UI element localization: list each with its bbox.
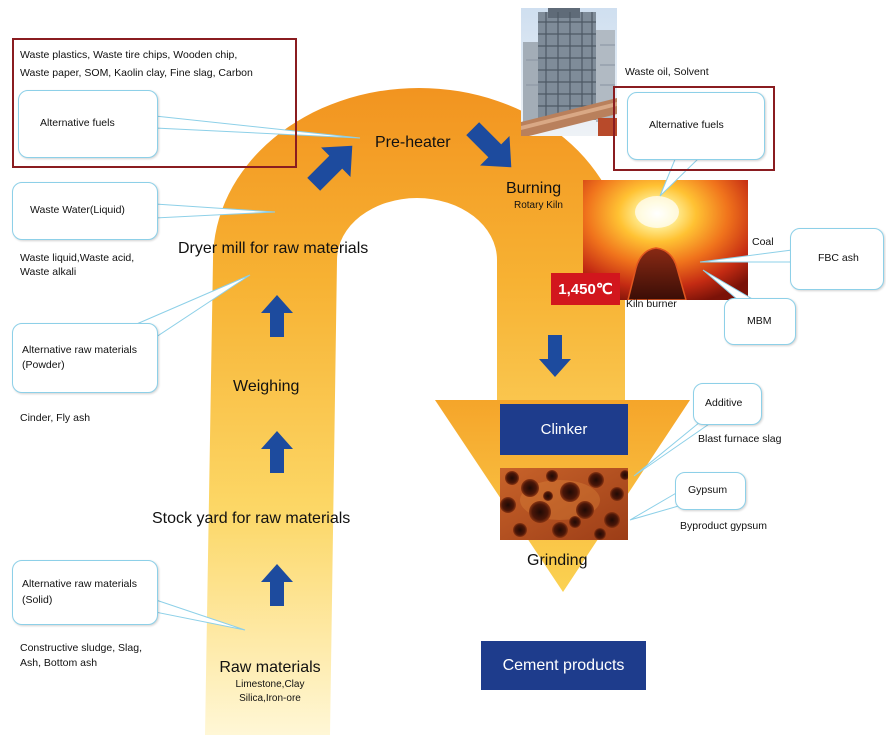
callout-label: Alternative raw materials bbox=[22, 578, 137, 591]
callout-label: Alternative fuels bbox=[40, 117, 115, 130]
arrow-down-icon bbox=[539, 335, 571, 377]
clinker-box: Clinker bbox=[500, 404, 628, 455]
stage-burning: Burning bbox=[506, 180, 562, 197]
additive-callout: Additive bbox=[693, 383, 762, 425]
alternative-raw-solid-detail: Constructive sludge, Slag, bbox=[20, 642, 142, 654]
waste-water-callout: Waste Water(Liquid) bbox=[12, 182, 158, 240]
arrow-down-right-icon bbox=[466, 122, 512, 168]
stage-stock-yard: Stock yard for raw materials bbox=[152, 510, 351, 527]
plant-tower-photo bbox=[521, 8, 617, 136]
alternative-raw-powder-callout: Alternative raw materials (Powder) bbox=[12, 323, 158, 393]
alternative-fuels-frame-left bbox=[12, 38, 297, 168]
byproduct-gypsum-label: Byproduct gypsum bbox=[680, 520, 767, 532]
stage-pre-heater: Pre-heater bbox=[375, 134, 451, 151]
raw-materials-detail: Limestone,Clay bbox=[235, 679, 305, 690]
waste-water-detail: Waste alkali bbox=[20, 266, 77, 278]
blast-furnace-slag-label: Blast furnace slag bbox=[698, 433, 782, 445]
gypsum-callout: Gypsum bbox=[675, 472, 746, 510]
process-flow-arch bbox=[205, 88, 625, 735]
stage-dryer-mill: Dryer mill for raw materials bbox=[178, 240, 369, 257]
fbc-ash-callout: FBC ash bbox=[790, 228, 884, 290]
alternative-fuels-frame-right bbox=[613, 86, 775, 171]
clinker-label: Clinker bbox=[540, 421, 588, 438]
waste-oil-label: Waste oil, Solvent bbox=[625, 66, 709, 78]
mbm-callout: MBM bbox=[724, 298, 796, 345]
waste-water-detail: Waste liquid,Waste acid, bbox=[20, 252, 135, 264]
arrow-up-icon bbox=[261, 431, 293, 473]
clinker-photo bbox=[500, 468, 628, 540]
arrow-up-icon bbox=[261, 564, 293, 606]
kiln-burner-label: Kiln burner bbox=[626, 298, 677, 310]
arrow-up-right-icon bbox=[307, 145, 353, 191]
fuels-list-line: Waste plastics, Waste tire chips, Wooden… bbox=[20, 49, 238, 61]
raw-materials-group: Raw materials Limestone,Clay Silica,Iron… bbox=[195, 658, 345, 706]
callout-label: Alternative fuels bbox=[649, 119, 724, 132]
callout-label: (Powder) bbox=[22, 359, 65, 371]
alternative-fuels-callout-right: Alternative fuels bbox=[627, 92, 765, 160]
callout-label: (Solid) bbox=[22, 593, 53, 606]
stage-grinding: Grinding bbox=[527, 552, 588, 569]
callout-label: Additive bbox=[705, 397, 743, 410]
coal-label: Coal bbox=[752, 236, 774, 248]
callout-label: FBC ash bbox=[818, 252, 859, 265]
callout-label: Gypsum bbox=[688, 484, 728, 497]
stage-raw-materials: Raw materials bbox=[219, 659, 321, 676]
stage-rotary-kiln: Rotary Kiln bbox=[514, 200, 563, 211]
alternative-raw-powder-detail: Cinder, Fly ash bbox=[20, 412, 91, 424]
callout-label: MBM bbox=[747, 314, 772, 327]
fuels-list-line: Waste paper, SOM, Kaolin clay, Fine slag… bbox=[20, 67, 253, 79]
cement-products-label: Cement products bbox=[502, 656, 625, 674]
callout-label: Waste Water(Liquid) bbox=[30, 204, 125, 217]
temperature-badge: 1,450℃ bbox=[551, 273, 620, 305]
stage-weighing: Weighing bbox=[233, 378, 300, 395]
cement-products-box: Cement products bbox=[481, 641, 646, 690]
arrow-up-icon bbox=[261, 295, 293, 337]
alternative-raw-solid-detail: Ash, Bottom ash bbox=[20, 657, 98, 669]
raw-materials-detail: Silica,Iron-ore bbox=[239, 693, 301, 704]
callout-label: Alternative raw materials bbox=[22, 343, 137, 356]
alternative-raw-solid-callout: Alternative raw materials (Solid) bbox=[12, 560, 158, 625]
alternative-fuels-callout-left: Alternative fuels bbox=[18, 90, 158, 158]
